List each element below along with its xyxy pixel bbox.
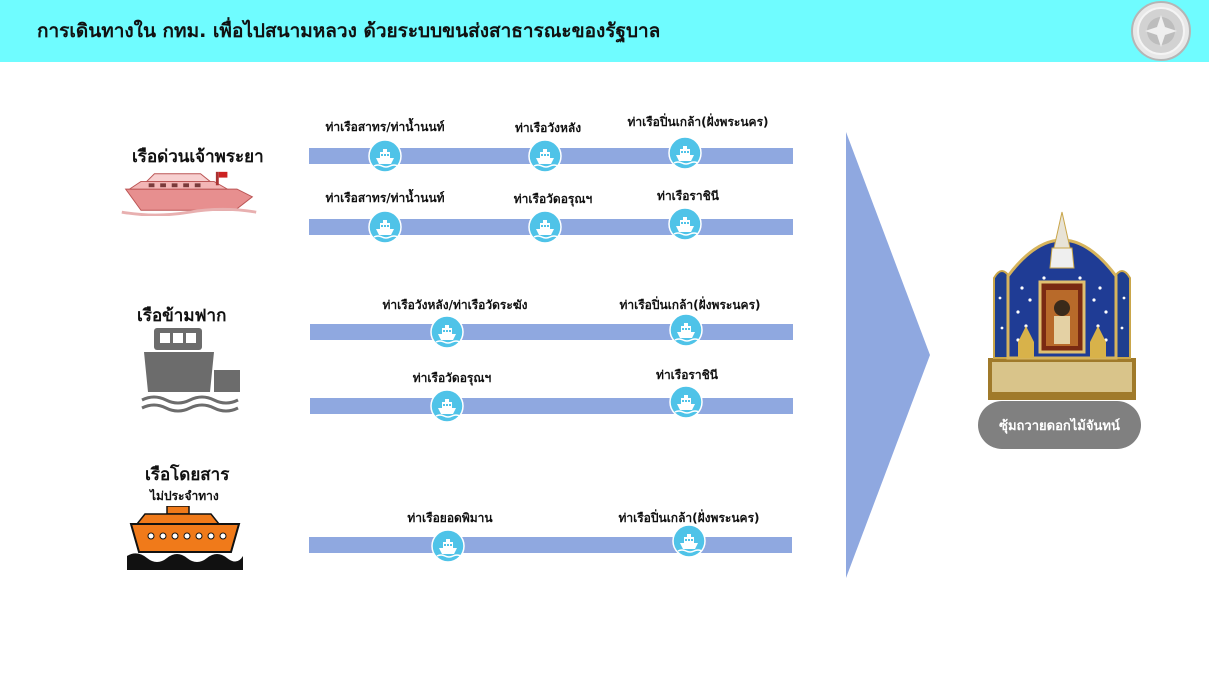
stop-label: ท่าเรือสาทร/ท่าน้ำนนท์ — [325, 120, 445, 134]
route-line-nonscheduled-1 — [309, 537, 792, 553]
stop-label: ท่าเรือปิ่นเกล้า(ฝั่งพระนคร) — [619, 298, 761, 312]
stop-label: ท่าเรือยอดพิมาน — [407, 511, 493, 525]
stop-label: ท่าเรือสาทร/ท่าน้ำนนท์ — [325, 191, 445, 205]
stop-label: ท่าเรือวังหลัง — [514, 121, 582, 135]
stop-label: ท่าเรือวัดอรุณฯ — [412, 371, 492, 385]
boat-stop-icon — [668, 207, 702, 241]
boat-stop-icon — [431, 529, 465, 563]
mode-label-nonscheduled: เรือโดยสาร — [145, 465, 230, 485]
royal-pavilion-image — [988, 211, 1136, 400]
stop-label: ท่าเรือวังหลัง/ท่าเรือวัดระฆัง — [382, 298, 528, 312]
route-line-ferry-2 — [310, 398, 793, 414]
mode-label-express: เรือด่วนเจ้าพระยา — [132, 147, 264, 167]
boat-stop-icon — [368, 210, 402, 244]
boat-stop-icon — [668, 136, 702, 170]
destination-label: ซุ้มถวายดอกไม้จันทน์ — [978, 401, 1141, 449]
ferry-boat-icon — [141, 328, 240, 413]
boat-stop-icon — [669, 313, 703, 347]
mode-label-ferry: เรือข้ามฟาก — [137, 306, 227, 326]
stop-label: ท่าเรือวัดอรุณฯ — [513, 192, 593, 206]
stop-label: ท่าเรือราชินี — [656, 368, 718, 382]
stop-label: ท่าเรือปิ่นเกล้า(ฝั่งพระนคร) — [627, 115, 769, 129]
boat-stop-icon — [368, 139, 402, 173]
express-boat-icon — [121, 171, 257, 216]
passenger-boat-icon — [127, 506, 243, 570]
boat-stop-icon — [669, 385, 703, 419]
stop-label: ท่าเรือราชินี — [657, 189, 719, 203]
route-line-ferry-1 — [310, 324, 793, 340]
page-title: การเดินทางใน กทม. เพื่อไปสนามหลวง ด้วยระ… — [37, 20, 661, 42]
stop-label: ท่าเรือปิ่นเกล้า(ฝั่งพระนคร) — [618, 511, 760, 525]
boat-stop-icon — [430, 315, 464, 349]
government-seal-icon — [1131, 1, 1191, 61]
boat-stop-icon — [430, 389, 464, 423]
direction-arrow — [846, 132, 930, 578]
boat-stop-icon — [672, 524, 706, 558]
mode-sublabel-nonscheduled: ไม่ประจำทาง — [150, 489, 219, 503]
header-bar: การเดินทางใน กทม. เพื่อไปสนามหลวง ด้วยระ… — [0, 0, 1209, 62]
boat-stop-icon — [528, 210, 562, 244]
boat-stop-icon — [528, 139, 562, 173]
